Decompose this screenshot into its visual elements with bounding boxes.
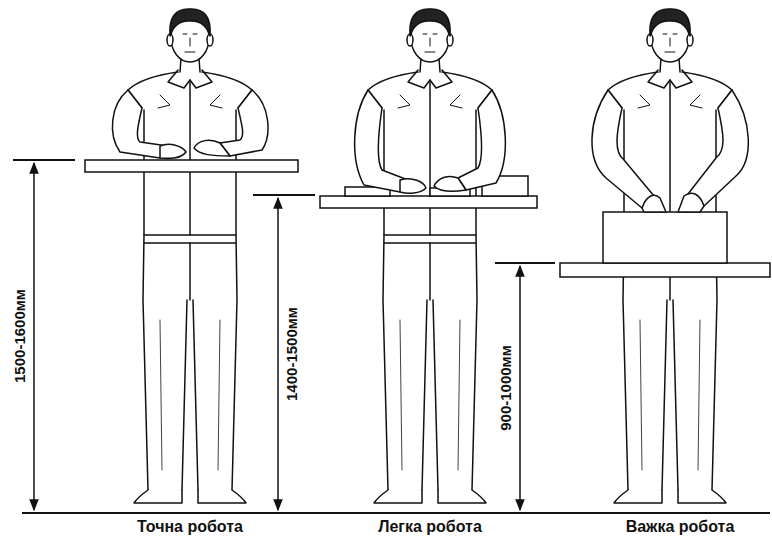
dimension-arrow	[33, 163, 35, 510]
dimension-label: 1500-1600мм	[11, 287, 29, 385]
heavy-workpiece	[603, 212, 727, 263]
dimension-label: 1400-1500мм	[283, 305, 301, 403]
work-type-label: Точна робота	[135, 518, 245, 536]
worker-arms	[112, 90, 268, 158]
height-mark	[253, 194, 315, 196]
worker-figure	[560, 9, 770, 503]
worker-arms	[592, 90, 748, 212]
height-mark	[495, 262, 555, 264]
dimension-lines	[13, 160, 555, 510]
dimension-arrow	[519, 266, 521, 510]
work-table	[560, 263, 770, 277]
work-type-label: Легка робота	[376, 518, 484, 536]
worker-torso	[608, 9, 732, 235]
dimension-arrow	[277, 198, 279, 510]
work-table	[85, 160, 298, 172]
height-mark	[13, 159, 75, 161]
worker-torso	[128, 9, 252, 235]
work-type-label: Важка робота	[624, 518, 737, 536]
worker-arms	[355, 90, 506, 193]
worker-figure	[320, 9, 537, 503]
worker-figure	[85, 9, 298, 503]
work-table	[320, 196, 537, 208]
dimension-label: 900-1000мм	[497, 343, 515, 433]
floor-line	[22, 512, 770, 514]
